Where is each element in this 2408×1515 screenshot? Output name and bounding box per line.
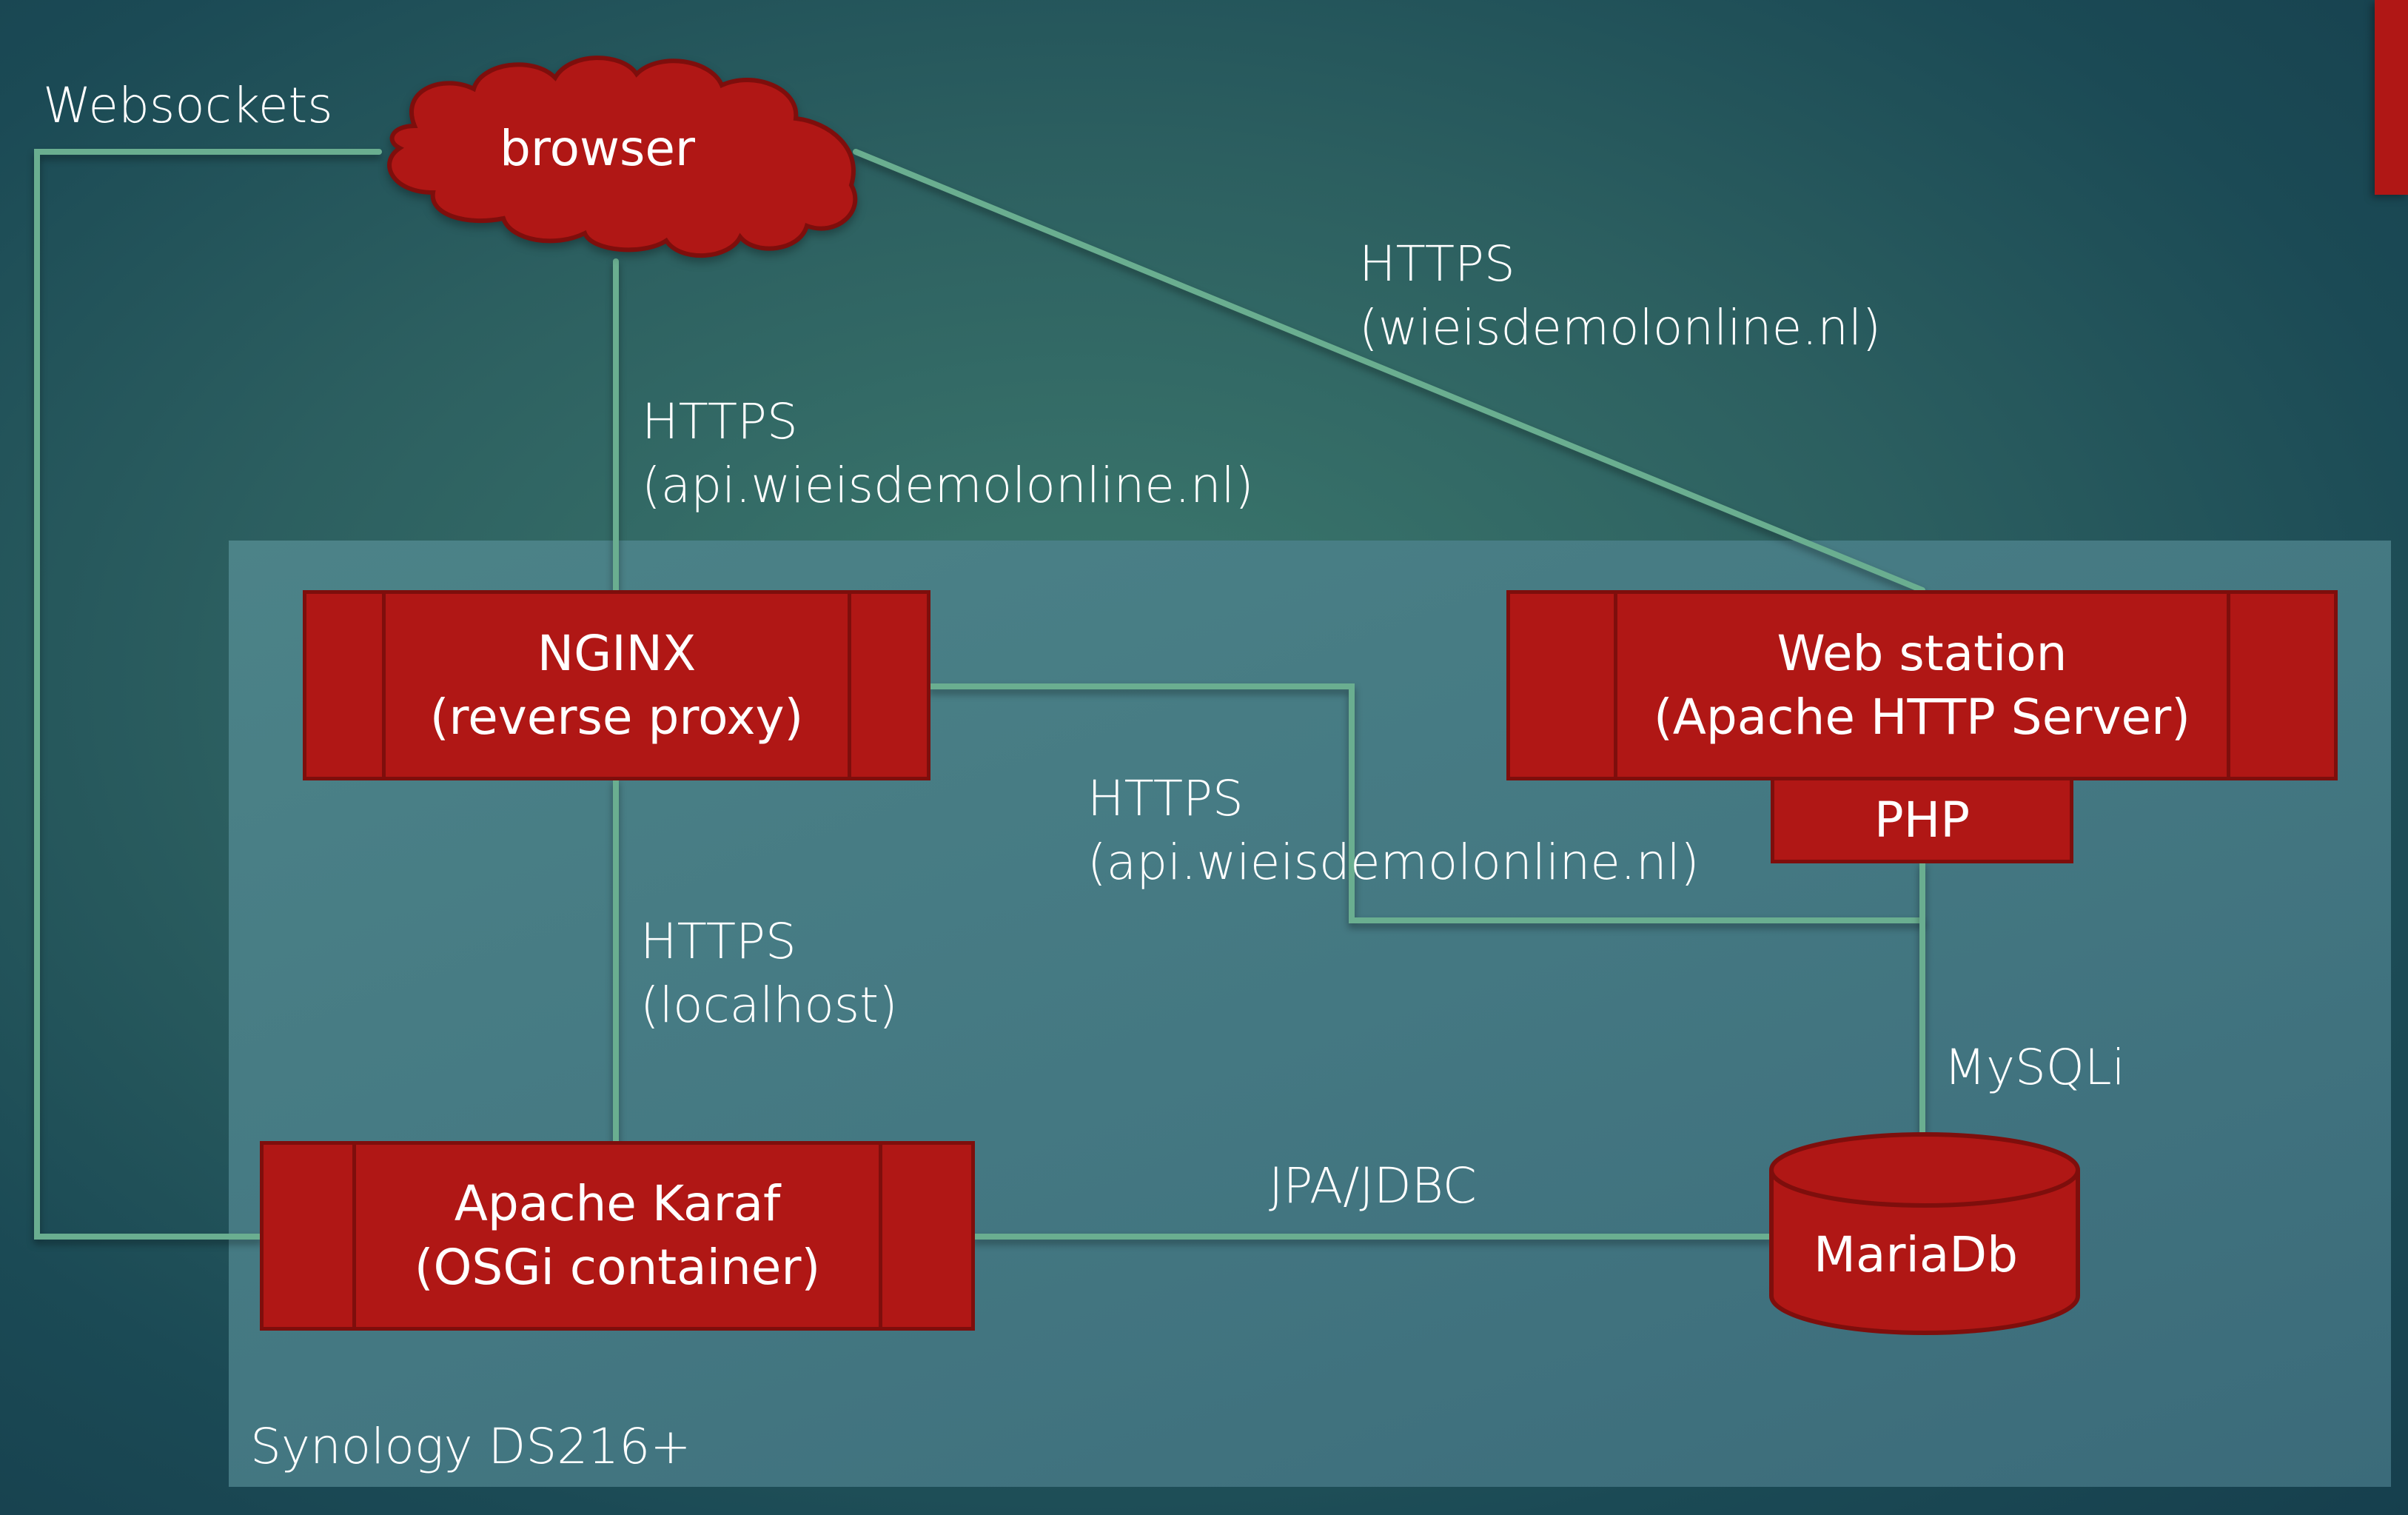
- nginx-karaf-host: (localhost): [640, 977, 898, 1034]
- mariadb-cylinder-icon[interactable]: [1765, 1129, 2084, 1340]
- nginx-right-divider: [848, 594, 851, 777]
- browser-cloud-icon[interactable]: [387, 56, 858, 258]
- browser-nginx-host: (api.wieisdemolonline.nl): [642, 457, 1254, 514]
- browser-label: browser: [500, 120, 696, 177]
- nginx-karaf-label: HTTPS (localhost): [640, 910, 898, 1037]
- nginx-karaf-protocol: HTTPS: [640, 913, 796, 970]
- browser-webstation-host: (wieisdemolonline.nl): [1359, 299, 1882, 356]
- browser-webstation-label: HTTPS (wieisdemolonline.nl): [1359, 233, 1881, 360]
- karaf-left-divider: [352, 1145, 356, 1327]
- synology-host-label: Synology DS216+: [250, 1418, 691, 1475]
- php-nginx-protocol: HTTPS: [1087, 770, 1244, 827]
- php-nginx-label: HTTPS (api.wieisdemolonline.nl): [1087, 767, 1700, 894]
- connector-nginx-php: [928, 683, 1925, 923]
- webstation-title: Web station: [1777, 624, 2067, 682]
- php-nginx-host: (api.wieisdemolonline.nl): [1087, 834, 1700, 891]
- mariadb-label: MariaDb: [1814, 1226, 2019, 1283]
- karaf-component[interactable]: Apache Karaf (OSGi container): [260, 1141, 975, 1331]
- php-label: PHP: [1874, 791, 1971, 849]
- nginx-title: NGINX: [537, 624, 697, 682]
- nginx-left-divider: [382, 594, 386, 777]
- browser-nginx-label: HTTPS (api.wieisdemolonline.nl): [642, 390, 1254, 518]
- connector-websockets: [34, 149, 382, 1240]
- webstation-left-divider: [1614, 594, 1617, 777]
- jpa-jdbc-label: JPA/JDBC: [1269, 1157, 1477, 1214]
- webstation-component[interactable]: Web station (Apache HTTP Server): [1506, 590, 2338, 780]
- karaf-subtitle: (OSGi container): [414, 1239, 821, 1296]
- mysqli-label: MySQLi: [1944, 1039, 2125, 1096]
- karaf-right-divider: [879, 1145, 882, 1327]
- connector-browser-webstation: [853, 149, 1925, 593]
- karaf-title: Apache Karaf: [454, 1175, 781, 1232]
- accent-bar: [2375, 0, 2408, 195]
- browser-nginx-protocol: HTTPS: [642, 393, 798, 450]
- webstation-subtitle: (Apache HTTP Server): [1653, 688, 2190, 746]
- nginx-component[interactable]: NGINX (reverse proxy): [303, 590, 930, 780]
- php-component[interactable]: PHP: [1771, 780, 2073, 863]
- browser-webstation-protocol: HTTPS: [1359, 235, 1515, 292]
- webstation-right-divider: [2227, 594, 2230, 777]
- websockets-label: Websockets: [43, 77, 333, 134]
- nginx-subtitle: (reverse proxy): [429, 688, 804, 746]
